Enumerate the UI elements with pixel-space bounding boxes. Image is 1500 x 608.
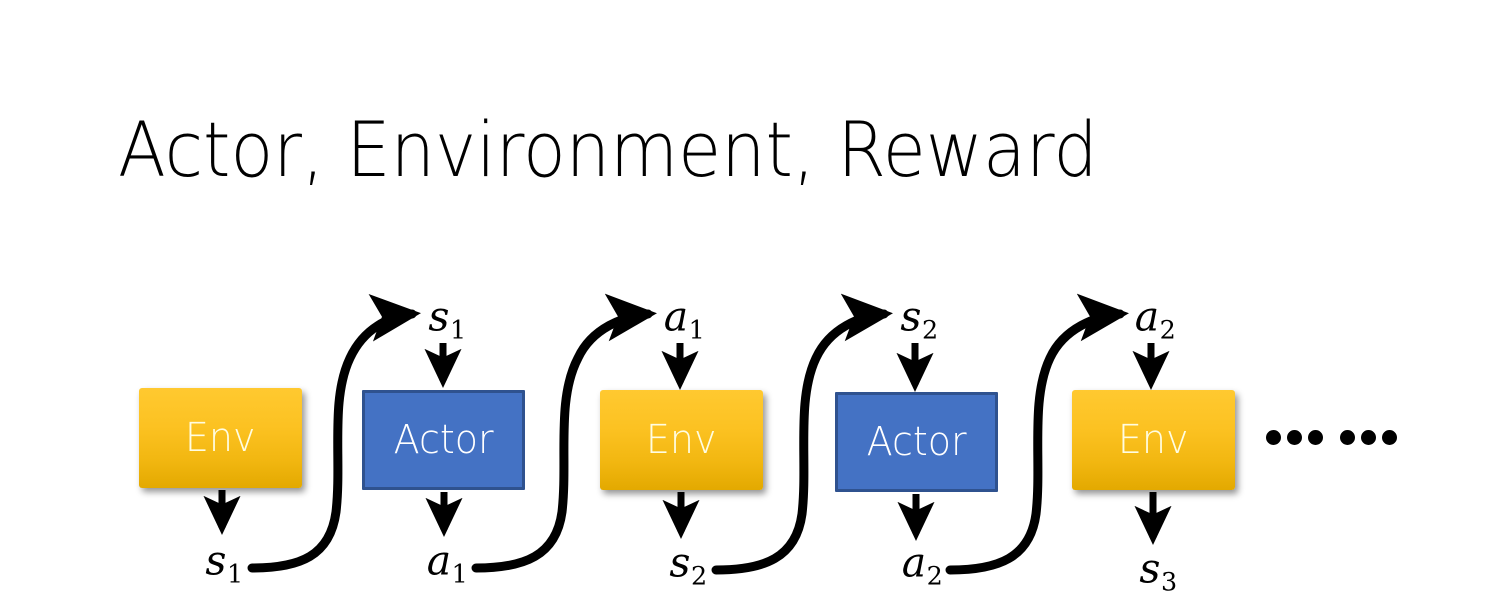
node-label: Actor [393, 417, 494, 463]
node-actor-1[interactable]: Actor [362, 390, 525, 490]
var-sub: 2 [926, 560, 943, 591]
state-label-s3-bottom: s3 [1139, 548, 1177, 594]
var-base: a [901, 538, 927, 587]
node-env-1[interactable]: Env [139, 388, 302, 488]
var-sub: 1 [688, 314, 705, 345]
var-base: a [1134, 292, 1160, 341]
ellipsis-indicator [1266, 430, 1397, 445]
node-label: Env [1118, 417, 1189, 463]
var-sub: 2 [1159, 314, 1176, 345]
var-sub: 1 [226, 558, 244, 589]
node-label: Actor [866, 419, 967, 465]
action-label-a1-bottom: a1 [427, 540, 468, 586]
var-base: s [669, 538, 691, 587]
ellipsis-gap [1329, 437, 1334, 438]
var-sub: 2 [690, 560, 708, 591]
var-sub: 3 [1160, 566, 1178, 597]
action-label-a1-top: a1 [664, 296, 705, 342]
var-base: s [1139, 544, 1161, 593]
state-label-s1-bottom: s1 [205, 540, 243, 586]
action-label-a2-bottom: a2 [902, 542, 943, 588]
ellipsis-dot [1266, 430, 1281, 445]
node-env-3[interactable]: Env [1072, 390, 1235, 490]
var-sub: 1 [449, 314, 467, 345]
node-label: Env [185, 415, 256, 461]
state-label-s1-top: s1 [428, 296, 466, 342]
state-label-s2-top: s2 [900, 296, 938, 342]
ellipsis-dot [1308, 430, 1323, 445]
ellipsis-dot [1382, 430, 1397, 445]
node-label: Env [646, 417, 717, 463]
var-sub: 1 [451, 558, 468, 589]
into-box-arrows [424, 343, 1170, 393]
ellipsis-dot [1361, 430, 1376, 445]
state-label-s2-bottom: s2 [669, 542, 707, 588]
node-env-2[interactable]: Env [600, 390, 763, 490]
var-base: s [205, 536, 227, 585]
var-base: a [426, 536, 452, 585]
ellipsis-dot [1340, 430, 1355, 445]
var-base: s [900, 292, 922, 341]
var-sub: 2 [921, 314, 939, 345]
node-actor-2[interactable]: Actor [835, 392, 998, 492]
ellipsis-dot [1287, 430, 1302, 445]
out-of-box-arrows [203, 490, 1172, 546]
page-title: Actor, Environment, Reward [118, 105, 1098, 194]
var-base: a [663, 292, 689, 341]
var-base: s [428, 292, 450, 341]
action-label-a2-top: a2 [1135, 296, 1176, 342]
